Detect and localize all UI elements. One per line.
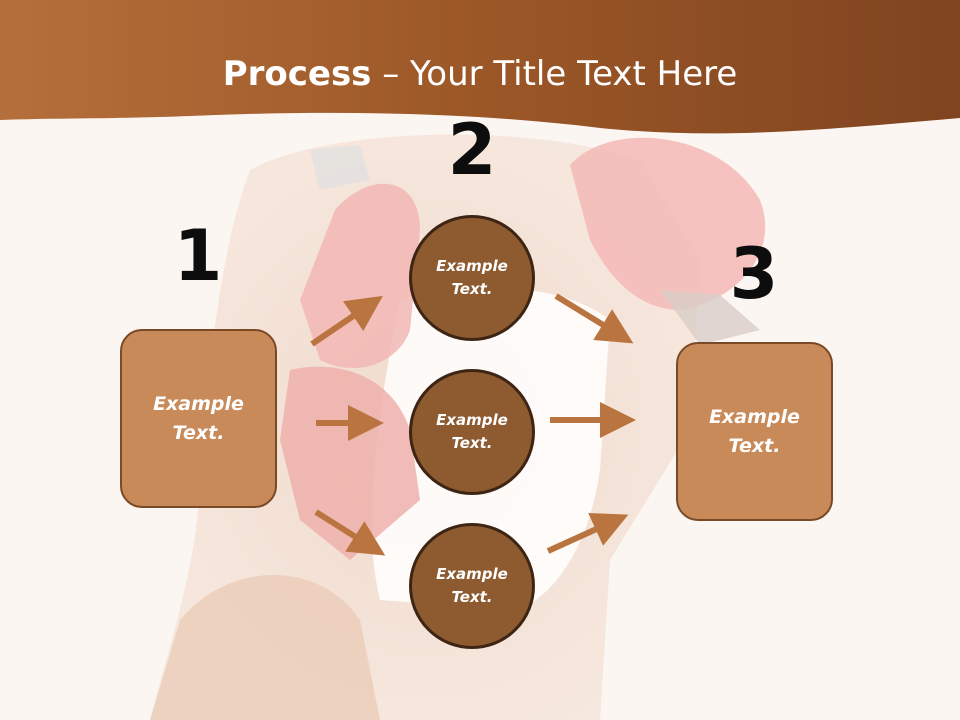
- step-2-circle-bottom: Example Text.: [409, 523, 535, 649]
- step-number-1: 1: [173, 215, 223, 297]
- step-number-2: 2: [447, 109, 497, 191]
- page-title: Process – Your Title Text Here: [0, 52, 960, 96]
- arrow-2a-to-3: [554, 293, 634, 344]
- step-1-label: Example Text.: [153, 392, 244, 444]
- step-2-label-top: Example Text.: [436, 257, 508, 298]
- title-rest: – Your Title Text Here: [371, 54, 738, 94]
- arrow-2c-to-3: [546, 513, 629, 554]
- title-bold: Process: [222, 54, 372, 94]
- step-3-label: Example Text.: [709, 405, 800, 457]
- step-2-label-middle: Example Text.: [436, 411, 508, 452]
- step-2-label-bottom: Example Text.: [436, 565, 508, 606]
- arrow-1-to-2c: [314, 509, 386, 556]
- step-1-box: Example Text.: [120, 329, 277, 508]
- arrow-1-to-2a: [310, 295, 383, 347]
- step-2-circle-top: Example Text.: [409, 215, 535, 341]
- step-3-box: Example Text.: [676, 342, 833, 521]
- step-number-3: 3: [729, 233, 779, 315]
- step-2-circle-middle: Example Text.: [409, 369, 535, 495]
